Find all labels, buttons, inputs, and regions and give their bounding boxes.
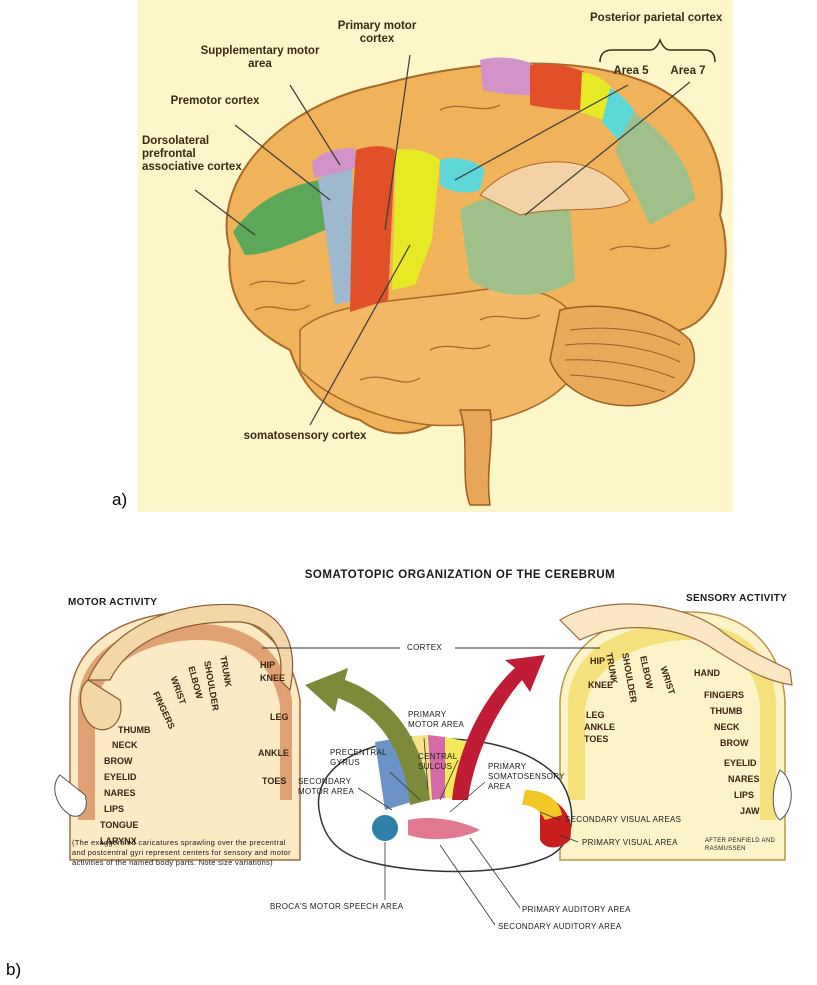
label-broca: BROCA'S MOTOR SPEECH AREA: [270, 902, 410, 912]
motor-part-eyelid: EYELID: [104, 772, 137, 782]
label-primary-somato: PRIMARY SOMATOSENSORY AREA: [488, 762, 578, 792]
sensory-part-neck: NECK: [714, 722, 740, 732]
sensory-part-brow: BROW: [720, 738, 749, 748]
cortex-label: CORTEX: [404, 643, 445, 653]
motor-part-thumb: THUMB: [118, 725, 151, 735]
label-primary-motor-area: PRIMARY MOTOR AREA: [408, 710, 478, 730]
sensory-part-jaw: JAW: [740, 806, 760, 816]
label-precentral-gyrus: PRECENTRAL GYRUS: [330, 748, 390, 768]
sensory-part-nares: NARES: [728, 774, 760, 784]
sensory-part-lips: LIPS: [734, 790, 754, 800]
motor-part-neck: NECK: [112, 740, 138, 750]
motor-part-hip: HIP: [260, 660, 275, 670]
motor-part-ankle: ANKLE: [258, 748, 289, 758]
motor-part-lips: LIPS: [104, 804, 124, 814]
label-secondary-motor: SECONDARY MOTOR AREA: [298, 777, 358, 797]
label-secondary-visual: SECONDARY VISUAL AREAS: [565, 815, 695, 825]
sensory-part-knee: KNEE: [588, 680, 613, 690]
sensory-part-hand: HAND: [694, 668, 720, 678]
caricature-note: (The exaggerated caricatures sprawling o…: [72, 838, 292, 868]
sensory-part-thumb: THUMB: [710, 706, 743, 716]
credit-note: AFTER PENFIELD AND RASMUSSEN: [705, 837, 780, 853]
sensory-part-leg: LEG: [586, 710, 605, 720]
caption-b: b): [6, 960, 21, 980]
motor-part-tongue: TONGUE: [100, 820, 138, 830]
sensory-part-hip: HIP: [590, 656, 605, 666]
motor-part-nares: NARES: [104, 788, 136, 798]
broca-area: [372, 815, 398, 841]
label-primary-visual: PRIMARY VISUAL AREA: [582, 838, 712, 848]
motor-part-toes: TOES: [262, 776, 286, 786]
motor-part-knee: KNEE: [260, 673, 285, 683]
motor-part-leg: LEG: [270, 712, 289, 722]
sensory-part-ankle: ANKLE: [584, 722, 615, 732]
label-secondary-auditory: SECONDARY AUDITORY AREA: [498, 922, 638, 932]
label-primary-auditory: PRIMARY AUDITORY AREA: [522, 905, 662, 915]
sensory-part-eyelid: EYELID: [724, 758, 757, 768]
label-central-sulcus: CENTRAL SULCUS: [418, 752, 468, 772]
sensory-part-fingers: FINGERS: [704, 690, 744, 700]
sensory-part-toes: TOES: [584, 734, 608, 744]
motor-part-brow: BROW: [104, 756, 133, 766]
